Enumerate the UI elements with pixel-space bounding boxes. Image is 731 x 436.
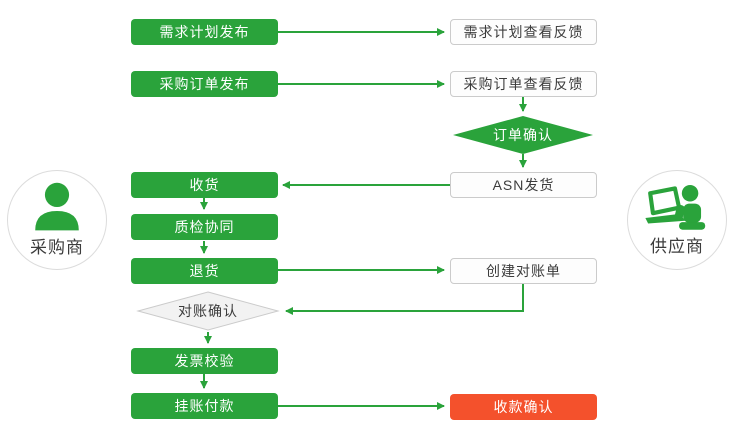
buyer-user-icon xyxy=(31,182,83,232)
node-quality-inspection-collaboration: 质检协同 xyxy=(131,214,278,240)
node-demand-plan-view-feedback: 需求计划查看反馈 xyxy=(450,19,597,45)
node-payment-receipt-confirm: 收款确认 xyxy=(450,394,597,420)
order-confirm-diamond-shape xyxy=(453,116,593,154)
statement-confirm-diamond-shape xyxy=(136,291,280,331)
node-purchase-order-view-feedback: 采购订单查看反馈 xyxy=(450,71,597,97)
node-return-goods: 退货 xyxy=(131,258,278,284)
actor-supplier-label: 供应商 xyxy=(650,237,704,256)
actor-buyer: 采购商 xyxy=(7,170,107,270)
node-purchase-order-publish: 采购订单发布 xyxy=(131,71,278,97)
node-asn-shipment: ASN发货 xyxy=(450,172,597,198)
actor-supplier: 供应商 xyxy=(627,170,727,270)
node-invoice-verification: 发票校验 xyxy=(131,348,278,374)
node-create-statement: 创建对账单 xyxy=(450,258,597,284)
supplier-user-laptop-icon xyxy=(644,183,710,231)
decision-statement-confirm: 对账确认 xyxy=(136,291,280,331)
decision-order-confirm-label: 订单确认 xyxy=(493,127,553,143)
node-booked-payment: 挂账付款 xyxy=(131,393,278,419)
arrow-statement-to-confirm xyxy=(285,284,524,315)
node-demand-plan-publish: 需求计划发布 xyxy=(131,19,278,45)
decision-statement-confirm-label: 对账确认 xyxy=(178,303,238,319)
decision-order-confirm: 订单确认 xyxy=(453,116,593,154)
actor-buyer-label: 采购商 xyxy=(30,238,84,257)
node-receive-goods: 收货 xyxy=(131,172,278,198)
